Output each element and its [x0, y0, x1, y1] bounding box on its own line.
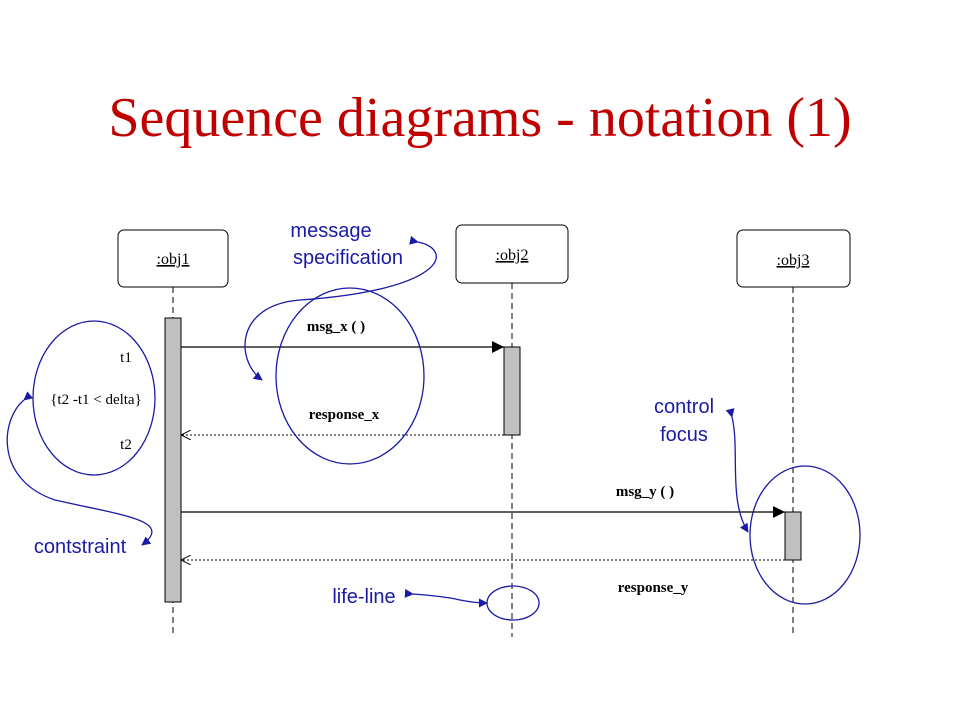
timing-label-t1: t1	[120, 350, 132, 366]
object-label-obj2: :obj2	[496, 247, 529, 264]
annotation-constraint: contstraint	[34, 536, 127, 558]
timing-label-t2: t2	[120, 437, 132, 453]
message-highlight-ellipse	[275, 287, 425, 465]
connector-life-line	[404, 588, 488, 608]
object-label-obj1: :obj1	[157, 251, 190, 268]
message-label-response-y: response_y	[618, 580, 689, 596]
annotation-control-focus-line2: focus	[660, 424, 708, 446]
connector-message-specification	[244, 235, 437, 381]
message-label-msg-y: msg_y ( )	[616, 484, 674, 500]
lifeline-highlight-ellipse	[486, 585, 540, 621]
message-label-response-x: response_x	[309, 407, 380, 423]
object-obj3: :obj3	[736, 229, 851, 288]
control-focus-highlight-ellipse	[749, 465, 861, 605]
slide-title: Sequence diagrams - notation (1)	[108, 87, 852, 149]
activation-bar-obj3	[784, 511, 802, 561]
message-label-msg-x: msg_x ( )	[307, 319, 365, 335]
connector-control-focus	[725, 408, 749, 533]
annotation-message-specification-line2: specification	[293, 247, 403, 269]
object-obj1: :obj1	[117, 229, 229, 288]
activation-bar-obj2	[503, 346, 521, 436]
connector-constraint	[6, 391, 153, 546]
annotation-life-line: life-line	[332, 586, 395, 608]
timing-constraint-expression: {t2 -t1 < delta}	[50, 392, 142, 408]
annotation-message-specification-line1: message	[290, 220, 371, 242]
object-obj2: :obj2	[455, 224, 569, 284]
annotation-control-focus-line1: control	[654, 396, 714, 418]
object-label-obj3: :obj3	[777, 252, 810, 269]
activation-bar-obj1	[164, 317, 182, 603]
